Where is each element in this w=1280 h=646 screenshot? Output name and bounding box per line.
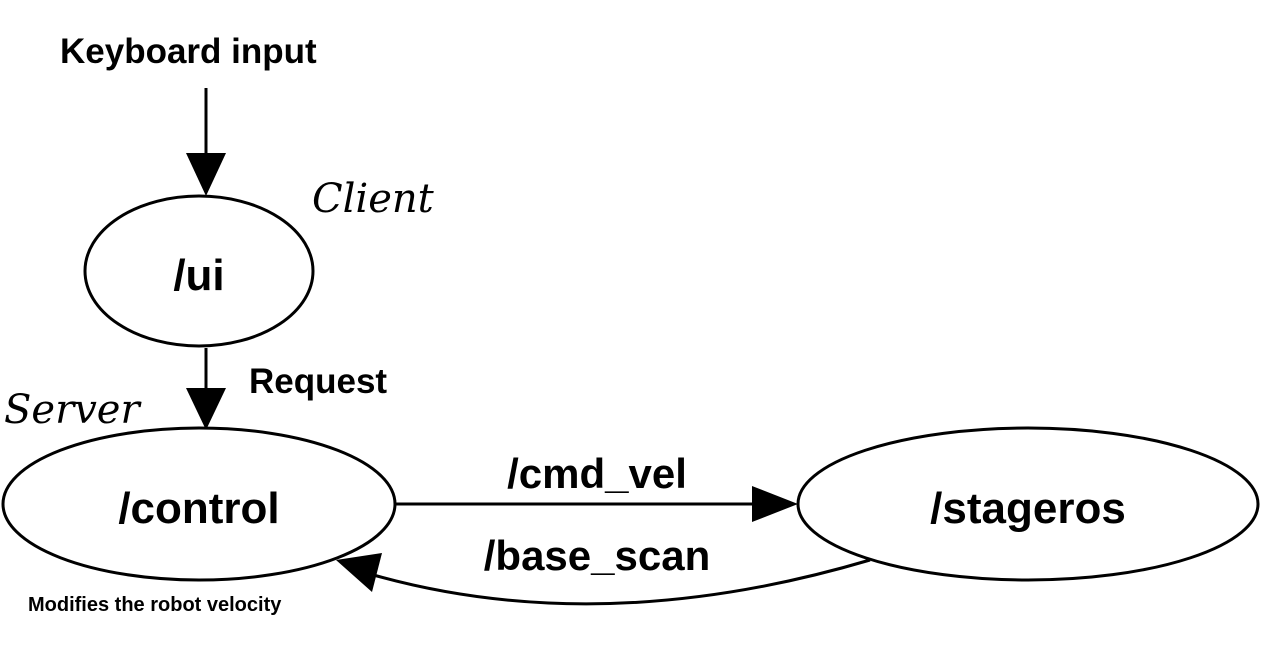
cmd-vel-arrow [396, 486, 798, 522]
request-arrow [186, 348, 226, 430]
base-scan-arrow [336, 553, 871, 606]
control-note: Modifies the robot velocity [28, 594, 282, 616]
node-stageros: /stageros [796, 426, 1260, 582]
node-ui-label: /ui [173, 251, 224, 300]
node-control: /control [1, 426, 397, 582]
base-scan-label: /base_scan [484, 532, 711, 579]
server-label: Server [4, 387, 142, 433]
client-label: Client [312, 176, 435, 222]
input-arrow [186, 88, 226, 196]
keyboard-input-label: Keyboard input [60, 32, 317, 71]
node-ui: /ui [83, 194, 315, 348]
node-control-label: /control [118, 484, 279, 533]
request-label: Request [249, 362, 387, 401]
node-stageros-label: /stageros [930, 484, 1126, 533]
cmd-vel-label: /cmd_vel [507, 450, 687, 497]
